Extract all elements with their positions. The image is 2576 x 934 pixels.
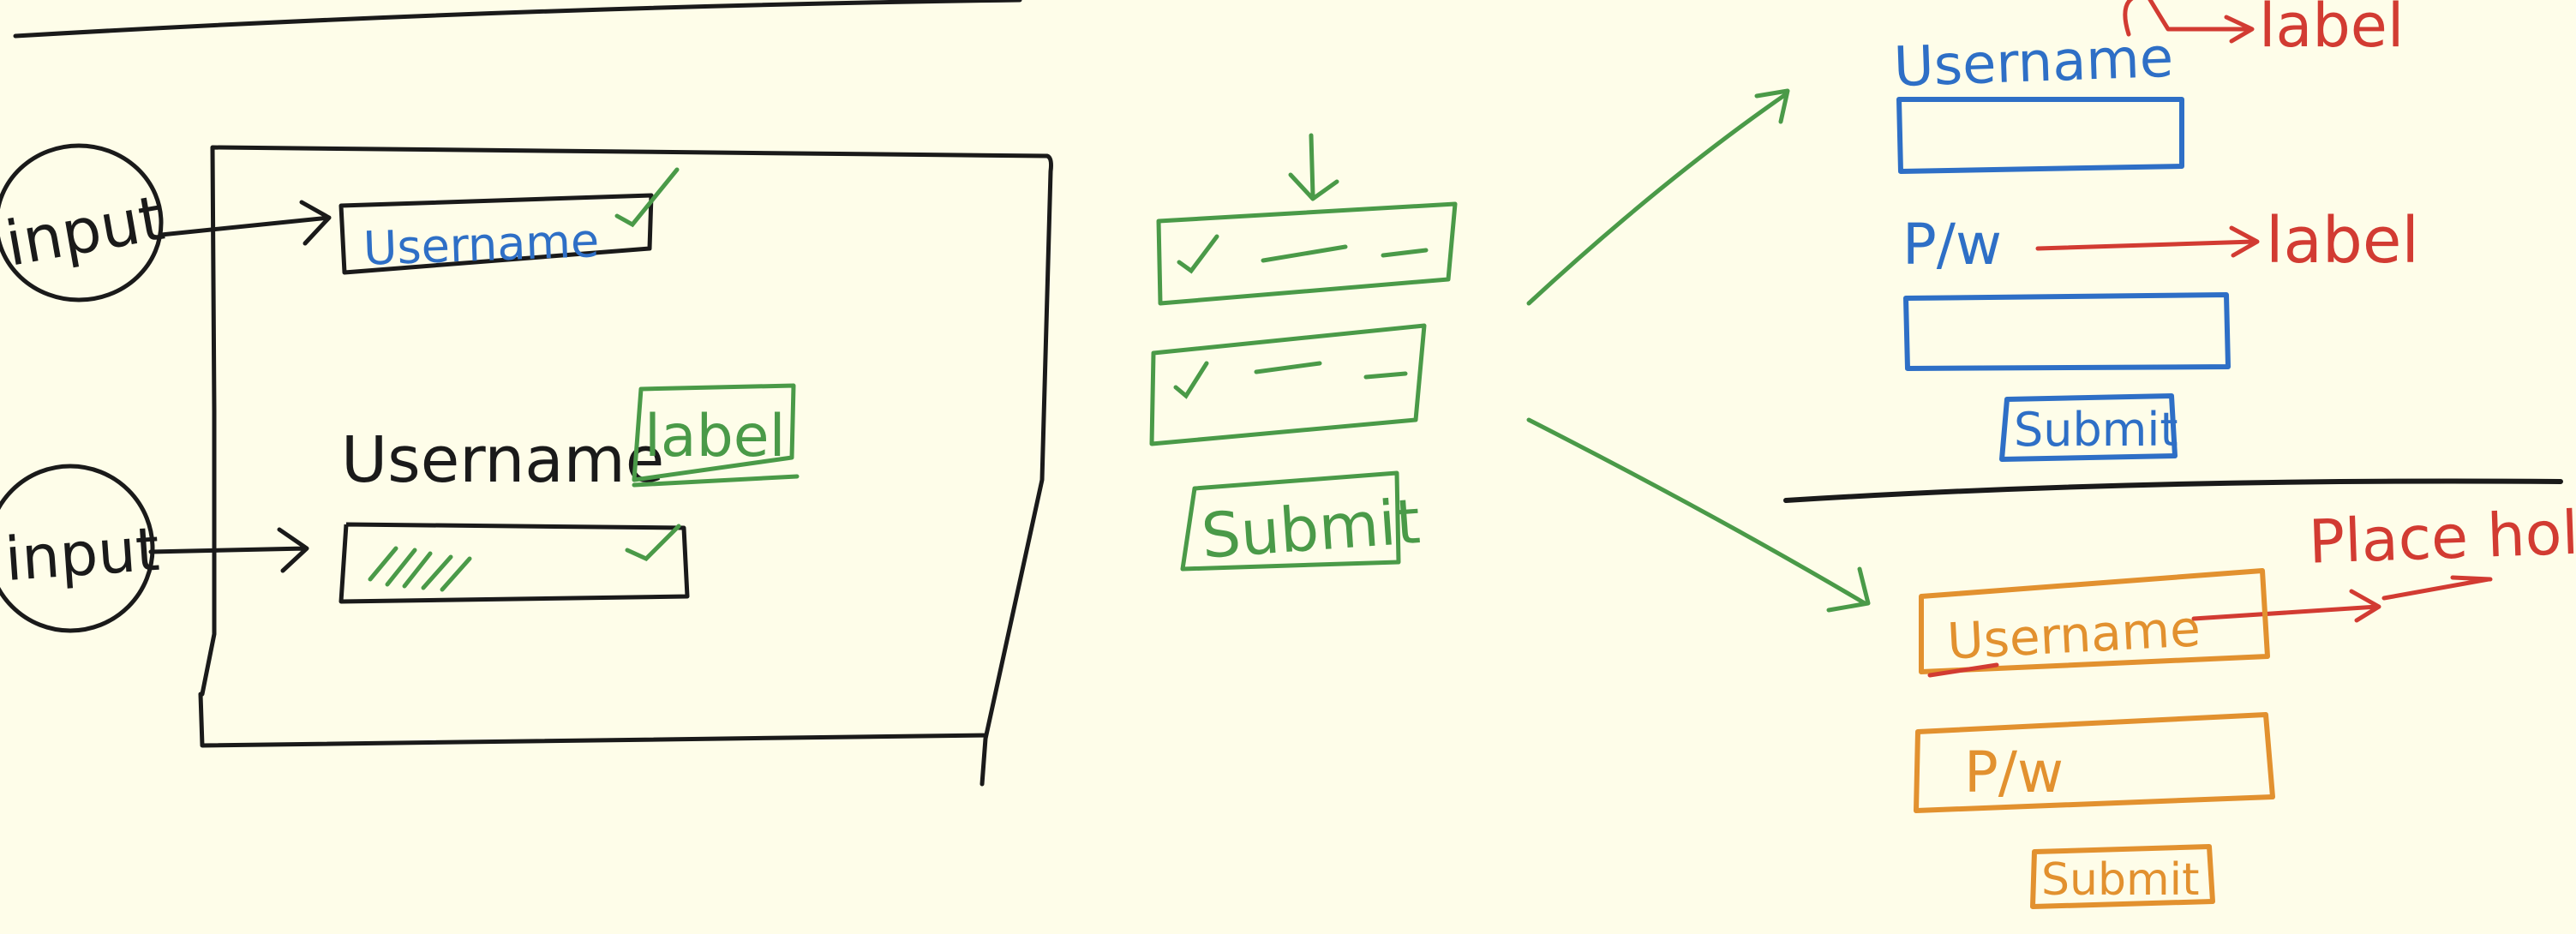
arrow-input-bottom xyxy=(148,527,309,573)
field-bottom-box xyxy=(338,522,690,604)
arrow-input-top xyxy=(159,200,332,246)
rb-username-placeholder: Username xyxy=(1946,599,2202,670)
middle-submit-text: Submit xyxy=(1199,485,1423,572)
middle-field-top-marks xyxy=(1177,234,1429,274)
rt-submit-text: Submit xyxy=(2014,403,2178,457)
middle-field-bottom xyxy=(1149,323,1427,446)
middle-field-top xyxy=(1156,201,1458,306)
field-bottom-scribble xyxy=(368,546,472,592)
label-tag-underline xyxy=(632,474,800,488)
rt-submit-box xyxy=(1999,393,2178,462)
note-placeholder: Place holder xyxy=(2308,494,2576,578)
rb-password-placeholder: P/w xyxy=(1964,739,2064,805)
arrow-down-right xyxy=(1526,417,1871,613)
arrow-down-icon xyxy=(1288,133,1339,201)
rb-username-underline xyxy=(1927,662,1999,678)
input-circle-bottom-label: input xyxy=(3,514,161,595)
label-tag-text: label xyxy=(644,403,785,470)
middle-field-bottom-marks xyxy=(1173,361,1408,399)
input-circle-bottom xyxy=(0,464,155,633)
rb-password-box xyxy=(1914,712,2275,813)
form-frame xyxy=(198,145,1053,787)
red-arrow-bottom xyxy=(2191,575,2493,623)
rb-submit-box xyxy=(2030,844,2215,909)
rt-password-box xyxy=(1903,292,2231,371)
arrow-up-right xyxy=(1526,88,1790,306)
middle-submit-box xyxy=(1180,470,1401,572)
field-top-box xyxy=(338,193,654,275)
field-bottom-check-icon xyxy=(625,524,681,561)
field-bottom-label: Username xyxy=(341,423,664,497)
input-circle-top xyxy=(0,143,164,302)
right-divider-line xyxy=(1783,478,2563,503)
rt-username-box xyxy=(1896,97,2184,174)
rb-submit-text: Submit xyxy=(2041,854,2199,906)
rt-password-label: P/w xyxy=(1902,212,2002,278)
field-top-check-icon xyxy=(614,167,680,228)
red-arrow-top xyxy=(2123,0,2255,44)
top-divider-line xyxy=(13,0,1022,39)
rt-username-label: Username xyxy=(1893,27,2175,99)
note-label-top: label xyxy=(2259,0,2404,61)
note-label-middle: label xyxy=(2266,204,2419,278)
red-arrow-middle xyxy=(2035,225,2260,258)
label-tag-box xyxy=(632,383,796,482)
rb-username-box xyxy=(1919,568,2270,674)
field-top-text: Username xyxy=(362,213,600,276)
input-circle-top-label: input xyxy=(0,182,169,280)
